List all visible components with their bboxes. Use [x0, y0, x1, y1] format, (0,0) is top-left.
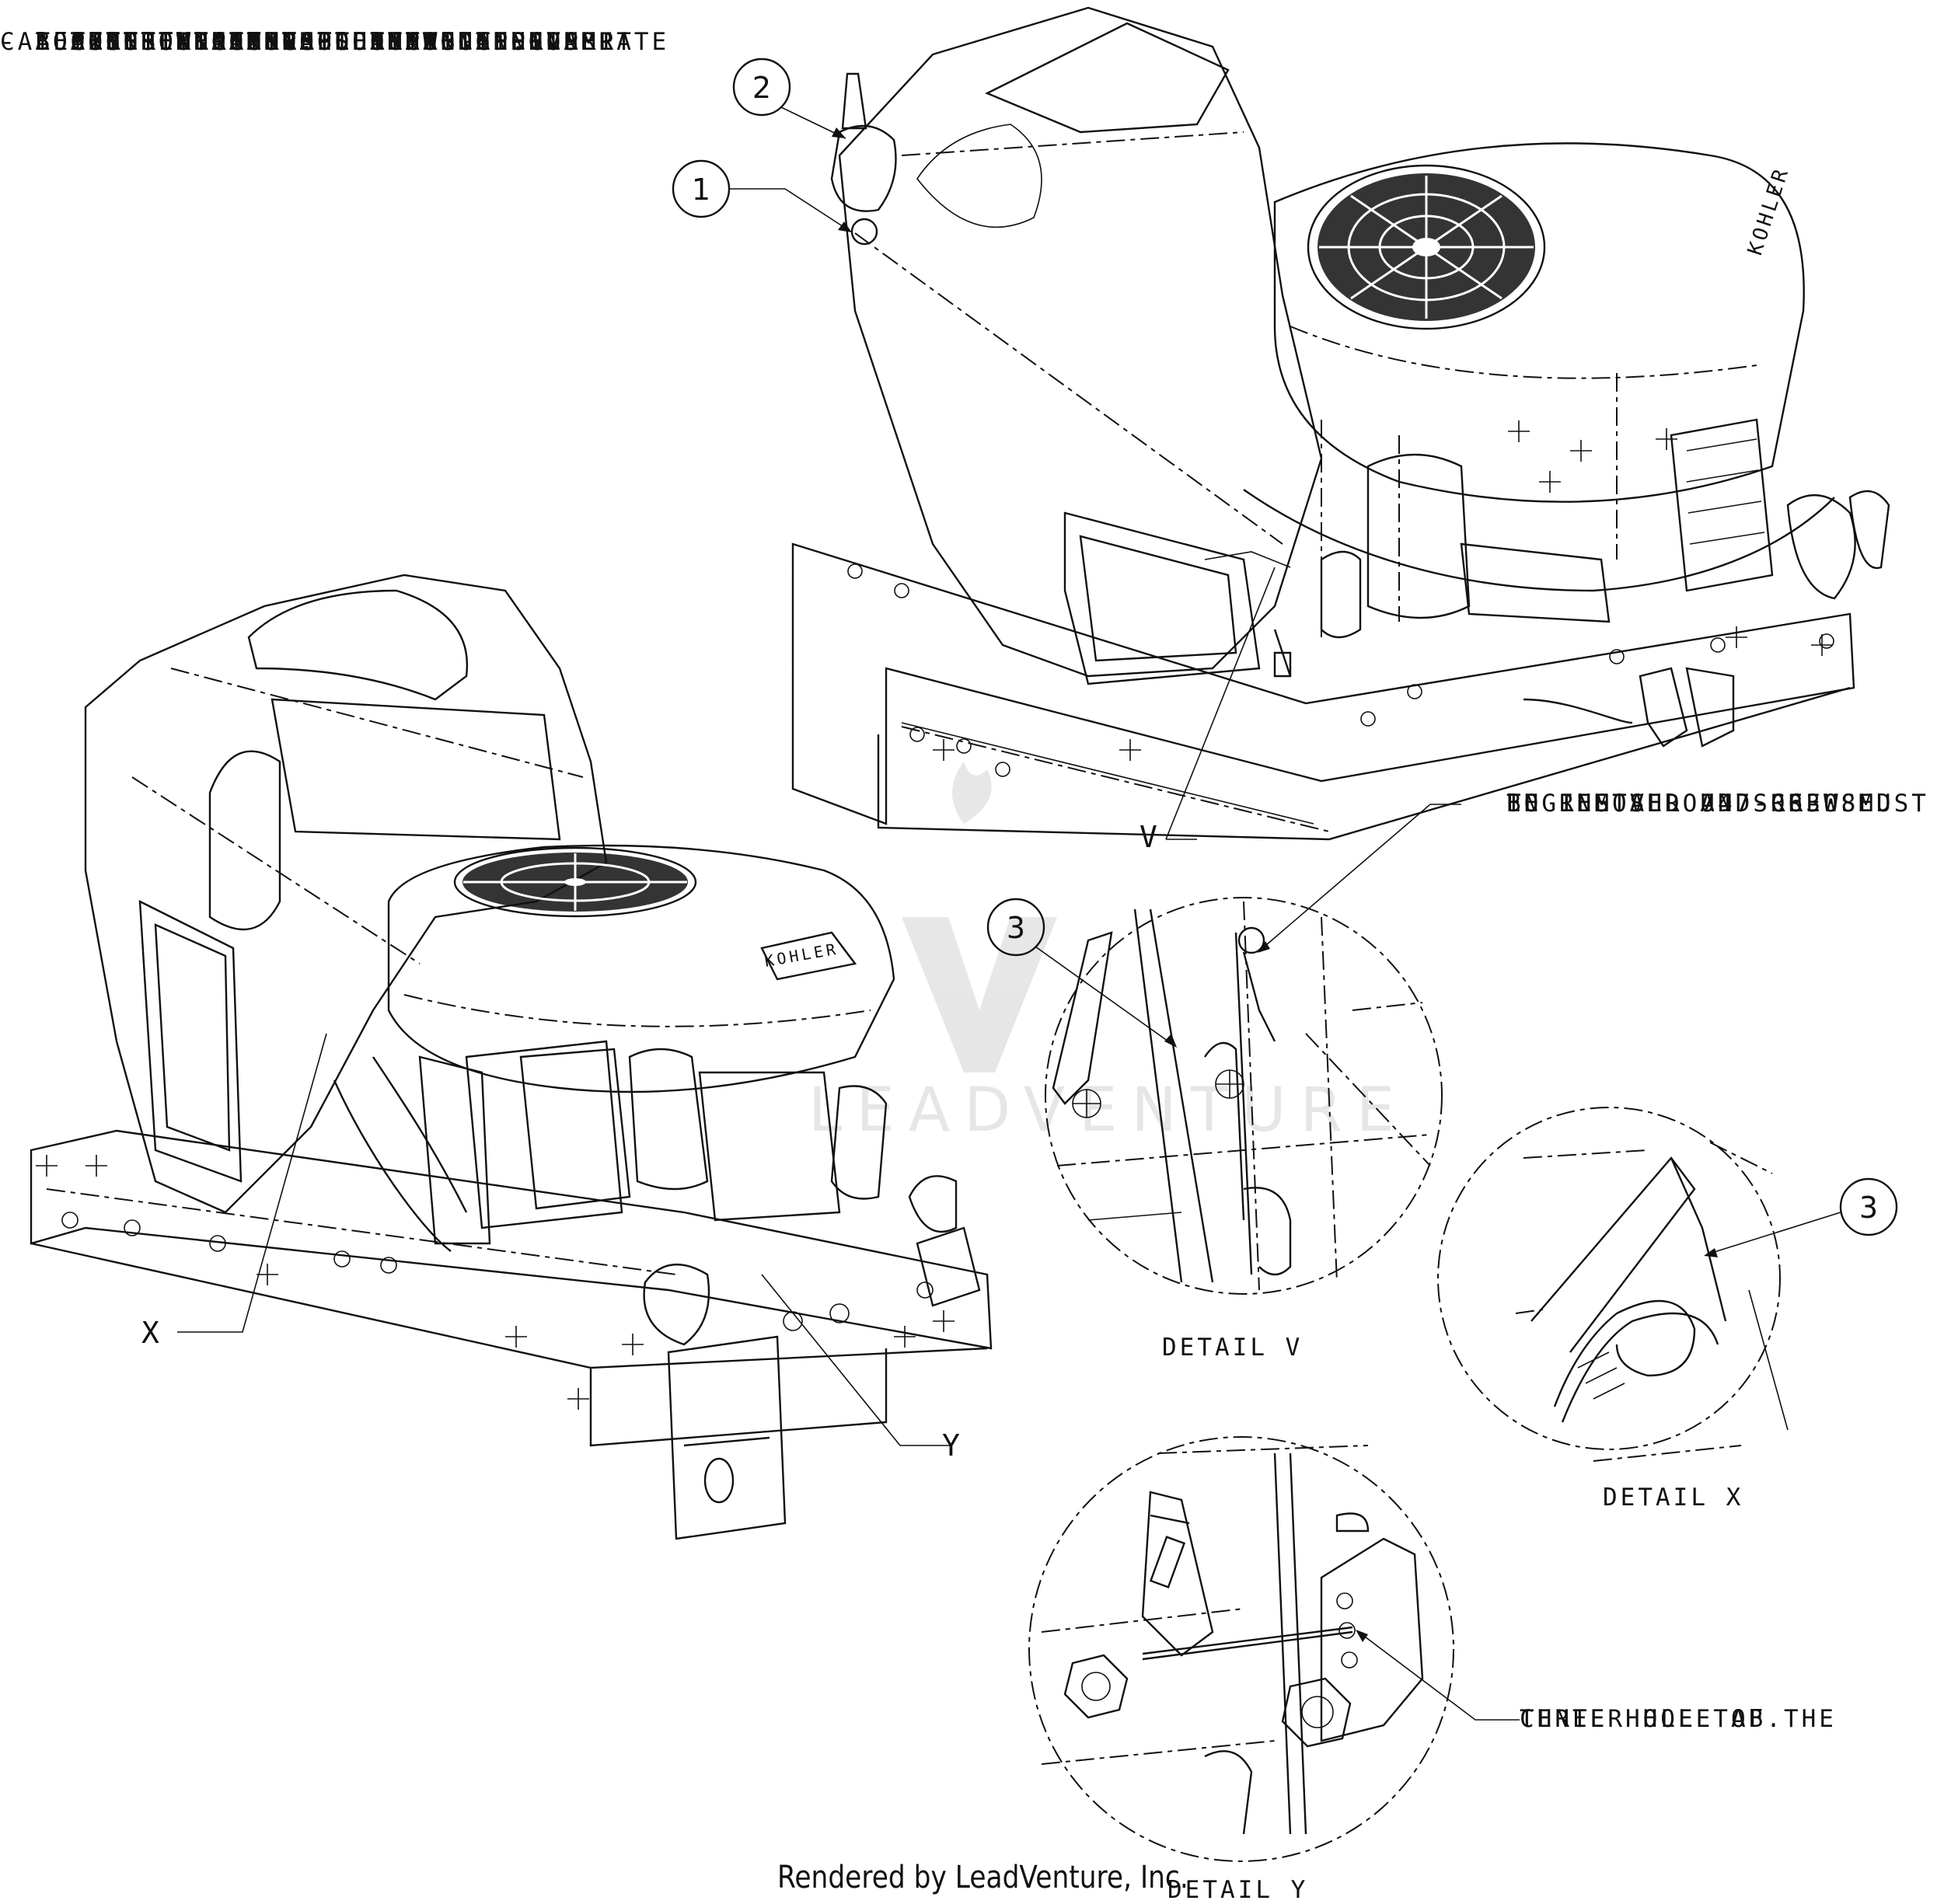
detail-y — [1028, 1436, 1454, 1862]
view-label-x: X — [141, 1316, 162, 1350]
procedure-line: CONTROL AGAINST HIGH IDLE — [0, 28, 511, 56]
housing-badge: KOHLER — [763, 940, 840, 971]
procedure-line: TIGHTEN CLAMP. — [0, 28, 317, 56]
fan-grille — [453, 846, 697, 918]
frame-holes — [61, 1212, 934, 1331]
procedure-line: ADJUSTMENT STOP ON ENGINE. — [0, 28, 529, 56]
throttle-lever — [830, 72, 897, 246]
upper-assembly-view: KOHLER — [791, 6, 1890, 841]
callout-1: 1 — [672, 159, 852, 232]
procedure-title: CABLE SETTING PROCEDURE — [0, 28, 406, 56]
svg-text:2: 2 — [752, 71, 771, 105]
fastener-marks — [36, 1155, 955, 1410]
detail-v-title: DETAIL V — [1162, 1334, 1303, 1362]
watermark-text: LEADVENTURE — [808, 1076, 1408, 1146]
center-hole-line: CENTER HOLE OF THE — [1520, 1705, 1837, 1733]
procedure-line: - LOOSEN OR REMOVE CLAMP ON ENGINE — [0, 28, 599, 56]
procedure-line: AS SHOWN IN THIS DRAWING INSERT — [0, 28, 634, 56]
svg-text:1: 1 — [692, 173, 710, 207]
procedure-line: INTO FULL THROTTLE POSITION. — [0, 28, 564, 56]
procedure-line: CONTROL PANEL. — [0, 28, 317, 56]
callout-3-detail-x: 3 — [1704, 1177, 1898, 1257]
detail-y-title: DETAIL Y — [1167, 1876, 1309, 1904]
svg-text:3: 3 — [1859, 1191, 1878, 1225]
detail-x — [1437, 1107, 1789, 1462]
center-hole-leader — [1358, 1631, 1520, 1721]
callout-3-detail-v: 3 — [986, 898, 1177, 1048]
procedure-line: THROTTLE CONTROL ON ENGINE. — [0, 28, 546, 56]
render-credit: Rendered by LeadVenture, Inc. — [777, 1860, 1188, 1895]
procedure-line: - AFTER ROUTING CABLE THROUGH CLAMP — [0, 28, 617, 56]
view-label-y: Y — [942, 1428, 963, 1463]
hex-bolts — [1063, 1654, 1352, 1748]
fastener-marks — [933, 420, 1833, 761]
center-hole-line: THREE HOLE TAB. — [1520, 1705, 1784, 1733]
detail-v — [1045, 897, 1443, 1295]
shroud-screw-line: TO INSTALL 747-06308 — [1506, 790, 1859, 818]
watermark: LEADVENTURE — [808, 762, 1408, 1146]
procedure-line: - TO SET THROTTLE: SET CABLE LEVER — [0, 28, 599, 56]
lower-assembly-view: KOHLER — [30, 574, 993, 1540]
callout-2: 2 — [732, 58, 846, 139]
detail-x-title: DETAIL X — [1603, 1484, 1743, 1512]
svg-text:3: 3 — [1007, 911, 1025, 945]
shroud-screw-line: ENGINE SHROUD SCREW MUST — [1506, 790, 1929, 818]
shroud-screw-leader — [1260, 804, 1461, 950]
engine-badge: KOHLER — [1743, 164, 1794, 258]
procedure-line: PULL ON CABLE TO SET ENGINE — [0, 28, 546, 56]
shroud-screw-line: BE REMOVED AND RE-USED — [1506, 790, 1894, 818]
frame-holes — [847, 563, 1834, 777]
view-label-v: V — [1140, 820, 1160, 854]
procedure-line: "Z" BEND OF CABLE INTO APPROPRIATE — [0, 28, 670, 56]
fan-grille — [1307, 164, 1546, 330]
